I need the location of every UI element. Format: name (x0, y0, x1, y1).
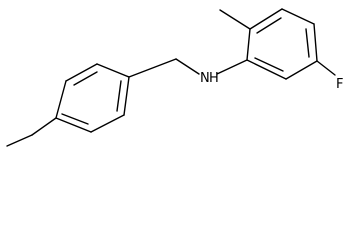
ring1-double-2 (116, 80, 122, 112)
ring2-bond-4 (313, 23, 318, 62)
ethyl-ch3-bond (6, 134, 33, 147)
ch2-n-bond (175, 58, 200, 75)
ring1-double-3 (61, 113, 89, 125)
ring2-bond-2 (249, 8, 283, 30)
n-aryl-bond (216, 59, 248, 75)
ring1-bond-6 (55, 117, 92, 133)
ring2-double-2 (305, 28, 310, 58)
ring1-bond-2 (65, 63, 98, 82)
ring1-double-1 (73, 71, 98, 86)
ring2-bond-1 (246, 28, 251, 61)
ring1-bond-1 (55, 80, 67, 119)
ring1-bond-3 (96, 63, 130, 78)
ring2-bond-6 (246, 59, 287, 80)
structure-diagram: N H F (6, 8, 343, 147)
ring1-bond-5 (90, 114, 125, 133)
benzyl-ch2-bond (128, 58, 177, 78)
fluorine-bond (316, 60, 336, 76)
ethyl-ch2-bond (31, 117, 57, 136)
ring2-bond-5 (285, 60, 318, 80)
ring2-double-3 (254, 57, 284, 72)
molecule-canvas: N H F (6, 8, 343, 147)
ring2-double-1 (256, 17, 282, 34)
ring1-bond-4 (123, 76, 130, 116)
ring2-bond-3 (281, 8, 315, 25)
fluorine-label: F (336, 77, 343, 92)
methyl-bond (219, 9, 251, 30)
nitrogen-label: N (200, 71, 210, 86)
hydrogen-label: H (209, 71, 219, 86)
